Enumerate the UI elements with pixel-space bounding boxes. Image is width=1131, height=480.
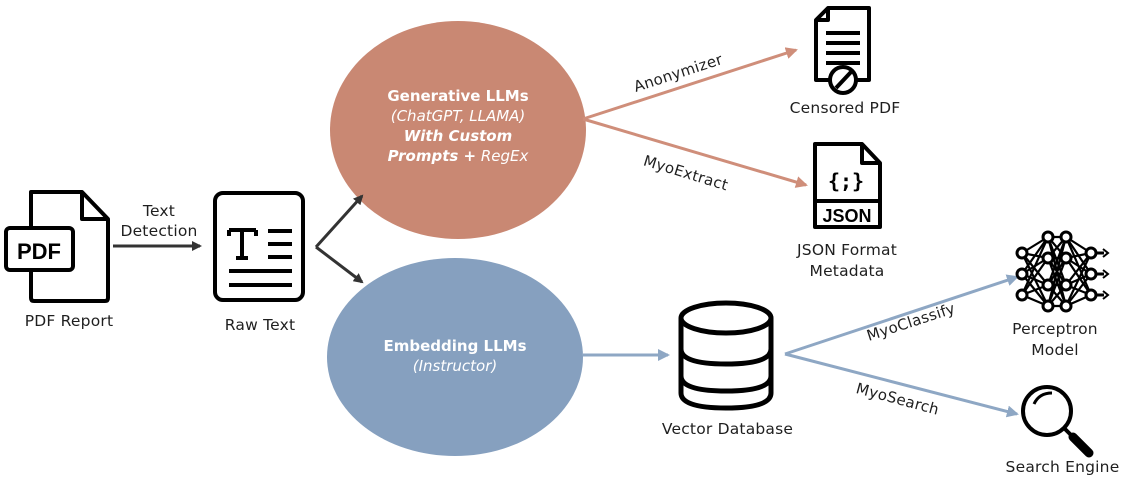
nn-output-arrowhead [1102, 269, 1110, 279]
nn-node [1084, 267, 1098, 281]
nn-connection [1046, 236, 1068, 307]
nn-node [1041, 230, 1055, 244]
nn-connection [1065, 257, 1092, 296]
perceptron-line1: Perceptron [1012, 320, 1098, 338]
nn-node [1084, 288, 1098, 302]
nn-connection [1021, 257, 1049, 296]
pdf-badge-text: PDF [17, 239, 61, 264]
nn-connection [1046, 257, 1068, 307]
raw-text-label: Raw Text [224, 316, 296, 334]
nn-node [1059, 251, 1073, 265]
neural-network-icon [1015, 230, 1110, 313]
nn-node [1015, 246, 1029, 260]
database-icon [678, 300, 774, 411]
nn-connection [1021, 252, 1049, 286]
embedding-llm-text: Embedding LLMs (Instructor) [355, 336, 555, 376]
text-detection-line2: Detection [120, 222, 198, 240]
generative-regex: RegEx [476, 147, 529, 165]
nn-node [1041, 251, 1055, 265]
nn-node [1015, 288, 1029, 302]
anonymizer-arrow [582, 47, 798, 121]
generative-custom: With Custom [403, 127, 513, 145]
embedding-model: (Instructor) [412, 357, 498, 375]
embedding-title: Embedding LLMs [383, 337, 527, 355]
text-document-icon [213, 191, 305, 302]
json-metadata-line1: JSON Format [797, 241, 897, 259]
censored-document-icon [814, 6, 871, 95]
nn-connection [1065, 273, 1092, 307]
nn-output-arrowhead [1102, 248, 1110, 258]
nn-output-arrowhead [1102, 290, 1110, 300]
pdf-report-label: PDF Report [24, 312, 114, 330]
generative-prompts: Prompts + [387, 147, 477, 165]
vector-database-label: Vector Database [661, 420, 794, 438]
perceptron-label: Perceptron Model [1000, 319, 1110, 361]
nn-connection [1020, 236, 1050, 296]
myoextract-arrow [582, 117, 808, 188]
generative-models: (ChatGPT, LLAMA) [390, 107, 526, 125]
censored-pdf-label: Censored PDF [789, 99, 901, 117]
embedding-llm-node [327, 258, 583, 456]
split-arrow-to-embedding [315, 245, 364, 284]
magnifier-icon [1021, 385, 1094, 458]
nn-node [1059, 299, 1073, 313]
perceptron-line2: Model [1031, 341, 1079, 359]
generative-title: Generative LLMs [387, 87, 529, 105]
text-detection-line1: Text [142, 202, 176, 220]
nn-node [1041, 278, 1055, 292]
split-arrow-to-generative [314, 194, 364, 249]
nn-node [1015, 267, 1029, 281]
nn-node [1059, 278, 1073, 292]
json-glyph-text: {;} [828, 169, 864, 193]
nn-connection [1021, 236, 1049, 275]
text-detection-label: Text Detection [104, 201, 214, 241]
nn-node [1041, 299, 1055, 313]
nn-connection [1065, 252, 1092, 286]
nn-connection [1065, 252, 1092, 307]
json-badge-text: JSON [822, 206, 871, 226]
nn-node [1084, 246, 1098, 260]
myosearch-arrow [784, 352, 1019, 418]
generative-llm-text: Generative LLMs (ChatGPT, LLAMA) With Cu… [358, 86, 558, 166]
json-metadata-label: JSON Format Metadata [782, 240, 912, 282]
json-metadata-line2: Metadata [809, 262, 885, 280]
myoclassify-arrow [784, 274, 1019, 356]
search-engine-label: Search Engine [1005, 458, 1120, 476]
generative-llm-node [330, 21, 586, 239]
json-file-icon [813, 142, 882, 229]
nn-node [1059, 230, 1073, 244]
pdf-file-icon [4, 190, 110, 303]
